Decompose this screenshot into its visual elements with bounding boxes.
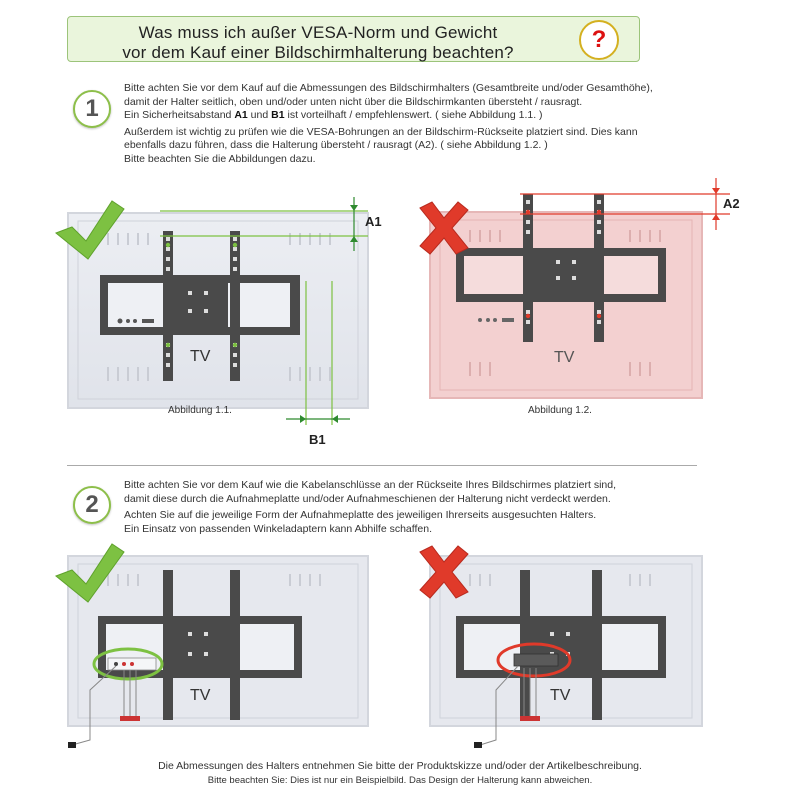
step-number-1: 1	[73, 90, 111, 128]
s1-p2-line2: ebenfalls dazu führen, dass die Halterun…	[124, 139, 548, 151]
figure-1-1: TV	[55, 197, 369, 425]
checkmark-icon	[55, 543, 125, 603]
label-a2: A2	[723, 196, 740, 211]
s2-p2-line2: Ein Einsatz von passenden Winkeladaptern…	[124, 522, 433, 535]
s1-p1-line2: damit der Halter seitlich, oben und/oder…	[124, 95, 583, 108]
checkmark-icon	[55, 200, 125, 260]
title-line-2: vor dem Kauf einer Bildschirmhalterung b…	[122, 43, 514, 62]
section1-text: Bitte achten Sie vor dem Kauf auf die Ab…	[124, 82, 653, 166]
s2-p1-line1: Bitte achten Sie vor dem Kauf wie die Ka…	[124, 479, 616, 491]
label-b1: B1	[309, 432, 326, 447]
title-line-1: Was muss ich außer VESA-Norm und Gewicht	[138, 23, 498, 42]
caption-fig-1-2: Abbildung 1.2.	[528, 405, 592, 416]
caption-fig-1-1: Abbildung 1.1.	[168, 405, 232, 416]
cross-icon	[419, 201, 469, 255]
tv-label-3: TV	[190, 687, 211, 704]
s2-p2-line1: Achten Sie auf die jeweilige Form der Au…	[124, 509, 597, 521]
s1-p1-line3: Ein Sicherheitsabstand A1 und B1 ist vor…	[124, 109, 543, 121]
step-number-2: 2	[73, 486, 111, 524]
footer-line-1: Die Abmessungen des Halters entnehmen Si…	[158, 760, 642, 772]
figure-2-2: TV	[419, 545, 703, 748]
section2-text: Bitte achten Sie vor dem Kauf wie die Ka…	[124, 479, 616, 536]
tv-label-4: TV	[550, 687, 571, 704]
question-icon: ?	[579, 20, 619, 60]
s1-p2-line3: Bitte beachten Sie die Abbildungen dazu.	[124, 152, 316, 165]
cross-icon	[419, 545, 469, 599]
figure-1-2: TV	[419, 178, 730, 399]
tv-label-2: TV	[554, 349, 575, 366]
title-text: Was muss ich außer VESA-Norm und Gewicht…	[68, 23, 568, 63]
s1-p1-line1: Bitte achten Sie vor dem Kauf auf die Ab…	[124, 82, 653, 94]
figure-2-1: TV	[55, 543, 369, 748]
section-divider	[67, 465, 697, 466]
label-a1: A1	[365, 214, 382, 229]
tv-label-1: TV	[190, 348, 211, 365]
footer-line-2: Bitte beachten Sie: Dies ist nur ein Bei…	[207, 775, 593, 786]
s2-p1-line2: damit diese durch die Aufnahmeplatte und…	[124, 492, 611, 505]
title-banner: Was muss ich außer VESA-Norm und Gewicht…	[67, 16, 640, 62]
s1-p2-line1: Außerdem ist wichtig zu prüfen wie die V…	[124, 125, 638, 138]
